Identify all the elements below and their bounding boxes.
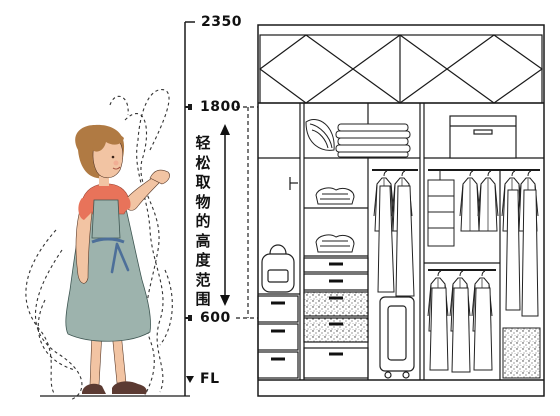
floor-marker <box>186 376 194 383</box>
range-bracket <box>236 106 258 319</box>
handbag-icon <box>261 244 295 293</box>
caption-char: 物 <box>195 192 211 211</box>
caption-char: 松 <box>195 153 211 172</box>
scale-label-2350: 2350 <box>201 14 242 30</box>
caption-char: 取 <box>195 173 211 191</box>
scale-label-600: 600 <box>200 310 231 326</box>
suitcase-icon <box>379 296 415 379</box>
wardrobe-drawing <box>257 24 545 397</box>
scale-label-floor: FL <box>200 371 220 387</box>
scale-label-1800: 1800 <box>200 99 241 115</box>
folded-clothes-icon <box>305 119 411 158</box>
caption-char: 轻 <box>195 134 211 152</box>
folded-clothes-small-icon <box>315 187 355 253</box>
hanging-organizer <box>427 170 455 247</box>
height-scale <box>184 21 195 396</box>
reach-range-arrow <box>220 124 230 306</box>
caption-char: 的 <box>195 212 211 230</box>
long-coats <box>377 185 539 373</box>
reach-range-caption: 轻 松 取 物 的 高 度 范 围 <box>193 134 213 310</box>
woman-figure <box>65 124 170 394</box>
caption-char: 度 <box>195 251 211 269</box>
storage-bin <box>502 327 541 379</box>
caption-char: 范 <box>195 270 211 289</box>
caption-char: 围 <box>195 290 211 308</box>
storage-box-icon <box>449 115 517 159</box>
caption-char: 高 <box>195 231 211 250</box>
